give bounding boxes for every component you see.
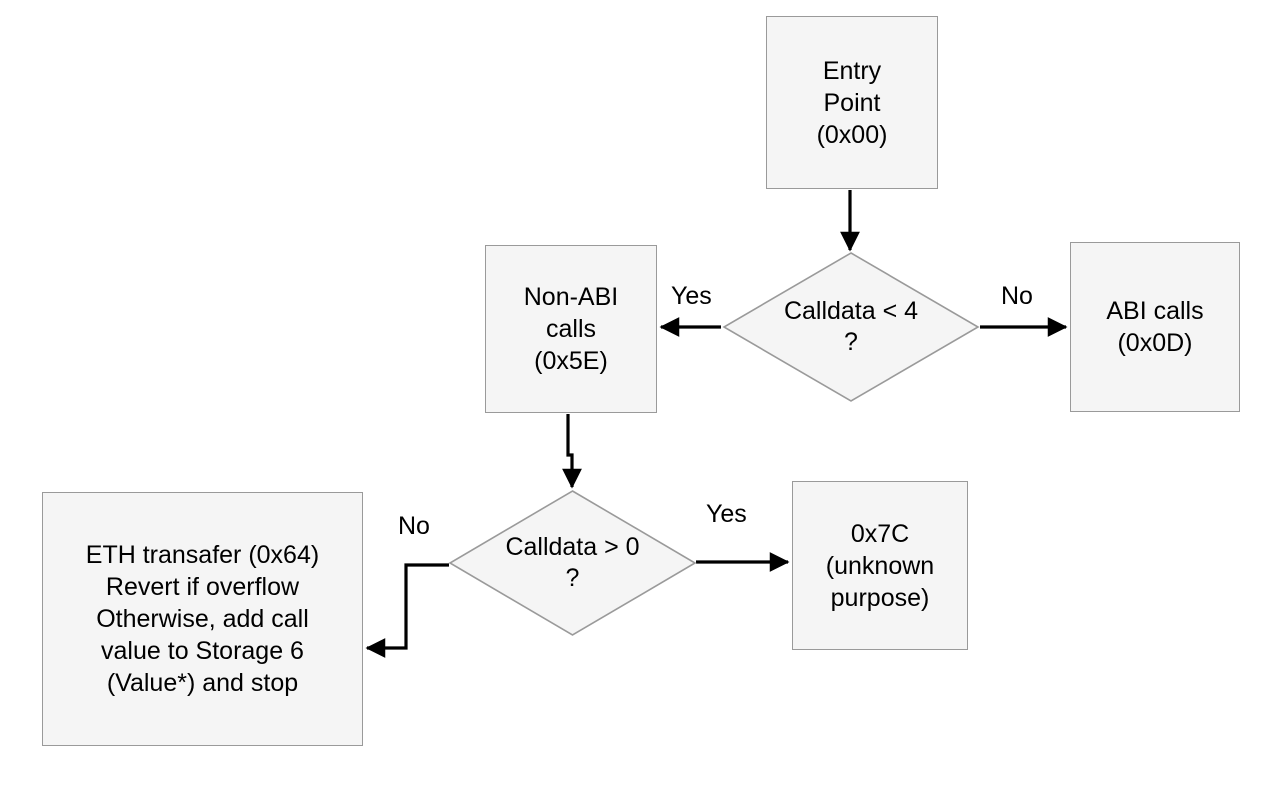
node-decision-calldata-lt4[interactable]: Calldata < 4 ? [722,252,980,402]
node-entry-point[interactable]: Entry Point (0x00) [766,16,938,189]
edge-label-gt0-no: No [398,512,430,540]
diamond-shape [722,252,980,402]
node-decision-calldata-gt0[interactable]: Calldata > 0 ? [448,490,697,636]
decision-gt0-label: Calldata > 0 ? [505,532,640,592]
edge-label-gt0-yes: Yes [706,500,747,528]
node-abi-calls[interactable]: ABI calls (0x0D) [1070,242,1240,412]
edge-non-abi-to-gt0 [562,414,582,489]
edge-label-lt4-yes: Yes [671,282,712,310]
decision-lt4-label: Calldata < 4 ? [783,296,919,356]
diamond-shape [448,490,697,636]
node-non-abi-calls[interactable]: Non-ABI calls (0x5E) [485,245,657,413]
node-unknown-purpose[interactable]: 0x7C (unknown purpose) [792,481,968,650]
edge-label-lt4-no: No [1001,282,1033,310]
node-eth-transfer[interactable]: ETH transafer (0x64) Revert if overflow … [42,492,363,746]
edge-gt0-no-to-eth-transfer [365,563,449,658]
